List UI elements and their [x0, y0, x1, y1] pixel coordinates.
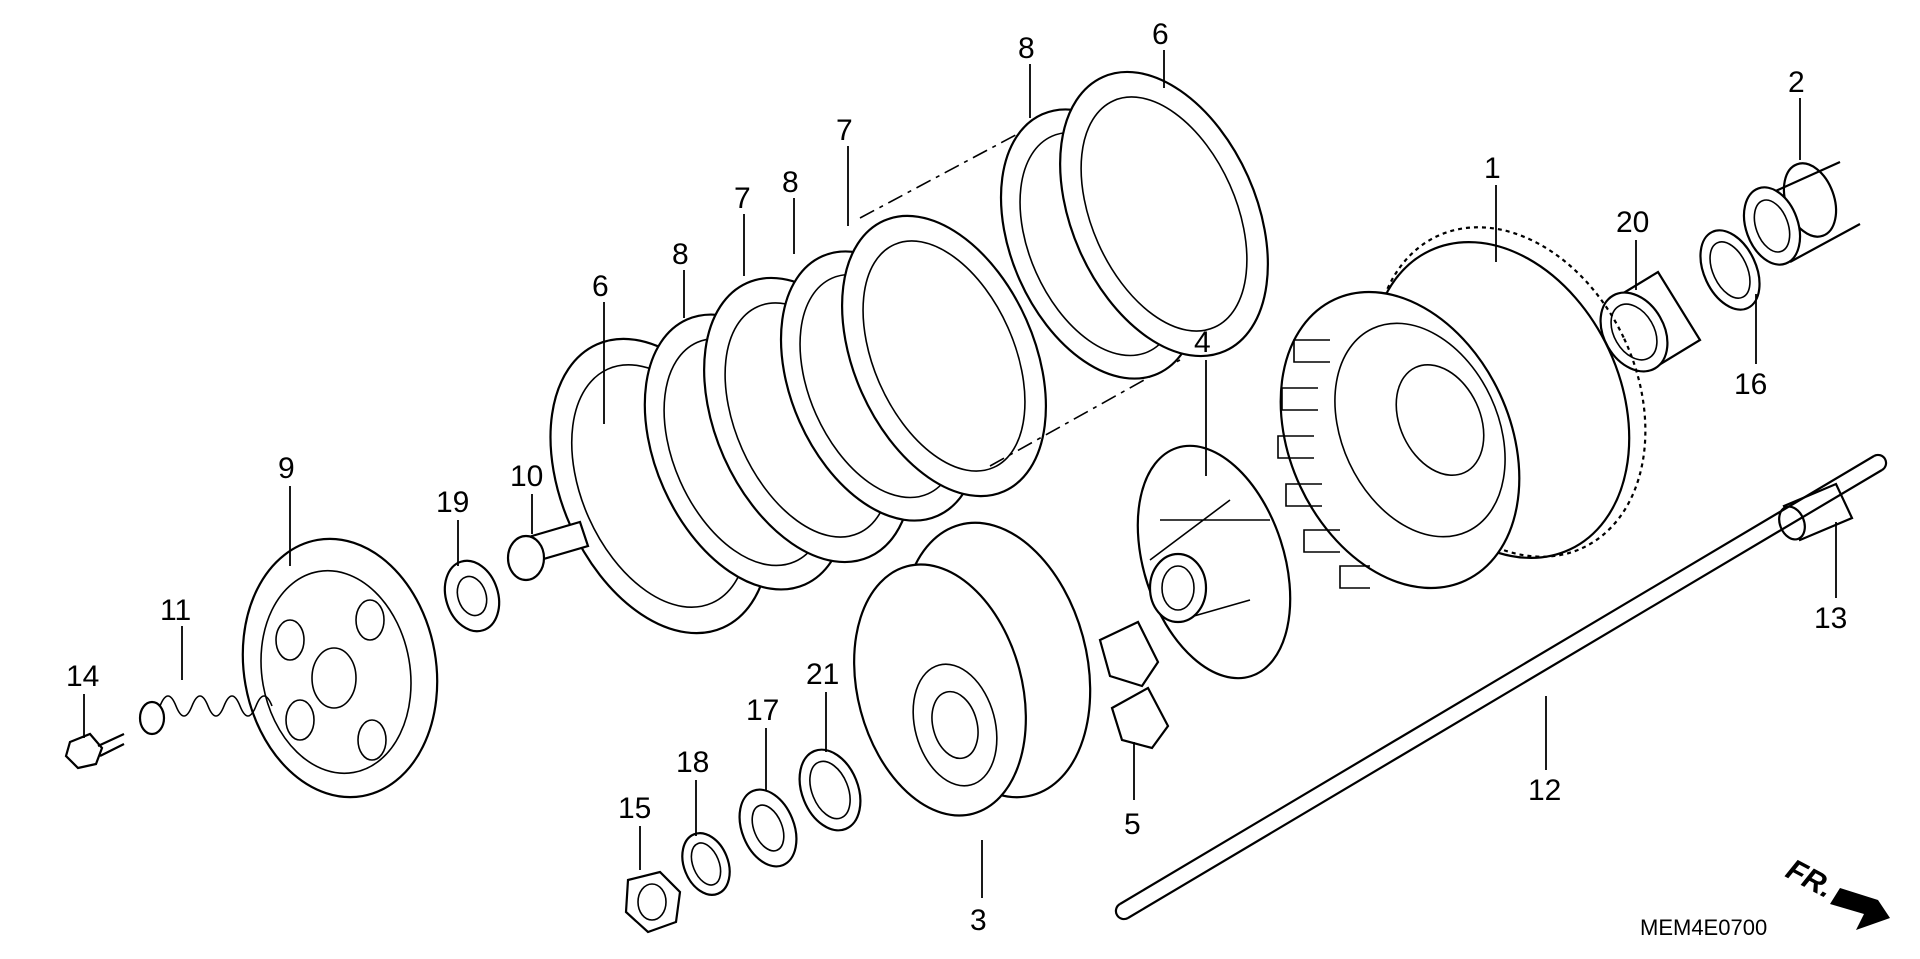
- callout-11: 11: [160, 594, 191, 627]
- callout-18: 18: [676, 746, 709, 779]
- part-7-friction-disc-rear: [840, 214, 1048, 498]
- part-21-washer: [798, 748, 862, 832]
- callout-6-rear: 6: [1152, 18, 1169, 51]
- callout-3: 3: [970, 904, 987, 937]
- callout-16: 16: [1734, 368, 1767, 401]
- callout-9: 9: [278, 452, 295, 485]
- callout-20: 20: [1616, 206, 1649, 239]
- part-11-clutch-spring: [138, 695, 273, 736]
- callout-12: 12: [1528, 774, 1561, 807]
- callout-2: 2: [1788, 66, 1805, 99]
- callout-7-front: 7: [734, 182, 751, 215]
- part-14-bolt: [64, 732, 125, 770]
- callout-8-front: 8: [672, 238, 689, 271]
- front-direction-arrow-icon: [1830, 888, 1890, 930]
- callout-19: 19: [436, 486, 469, 519]
- part-10-bolt: [506, 520, 590, 582]
- part-9-pressure-plate: [241, 537, 439, 799]
- diagram-code: MEM4E0700: [1640, 915, 1767, 940]
- callout-15: 15: [618, 792, 651, 825]
- callout-1: 1: [1484, 152, 1501, 185]
- plate-stack-centerline-top: [859, 121, 1041, 219]
- part-5-lifter-pieces: [1098, 620, 1170, 750]
- part-6-friction-disc-rear: [1059, 70, 1269, 358]
- part-2-collar: [1742, 160, 1861, 266]
- callout-14: 14: [66, 660, 99, 693]
- callout-4: 4: [1194, 326, 1211, 359]
- callout-17: 17: [746, 694, 779, 727]
- callout-leaders: [83, 50, 1837, 898]
- callout-8-middle: 8: [782, 166, 799, 199]
- callout-8-rear: 8: [1018, 32, 1035, 65]
- part-18-washer: [681, 832, 731, 896]
- part-17-washer: [738, 788, 798, 868]
- callout-5: 5: [1124, 808, 1141, 841]
- part-12-push-rod: [1114, 453, 1888, 921]
- callout-13: 13: [1814, 602, 1847, 635]
- part-1-clutch-outer: [1277, 226, 1647, 590]
- callout-6-front: 6: [592, 270, 609, 303]
- part-19-bearing: [443, 559, 501, 633]
- part-4-lifter-plate: [1136, 444, 1292, 680]
- part-15-lock-nut: [624, 870, 682, 934]
- plate-stack-centerline-bottom: [989, 359, 1181, 467]
- callout-10: 10: [510, 460, 543, 493]
- part-16-washer: [1699, 229, 1761, 311]
- callout-7-rear: 7: [836, 114, 853, 147]
- callout-21: 21: [806, 658, 839, 691]
- part-3-clutch-center: [853, 521, 1092, 817]
- front-direction-label: FR.: [1781, 853, 1839, 905]
